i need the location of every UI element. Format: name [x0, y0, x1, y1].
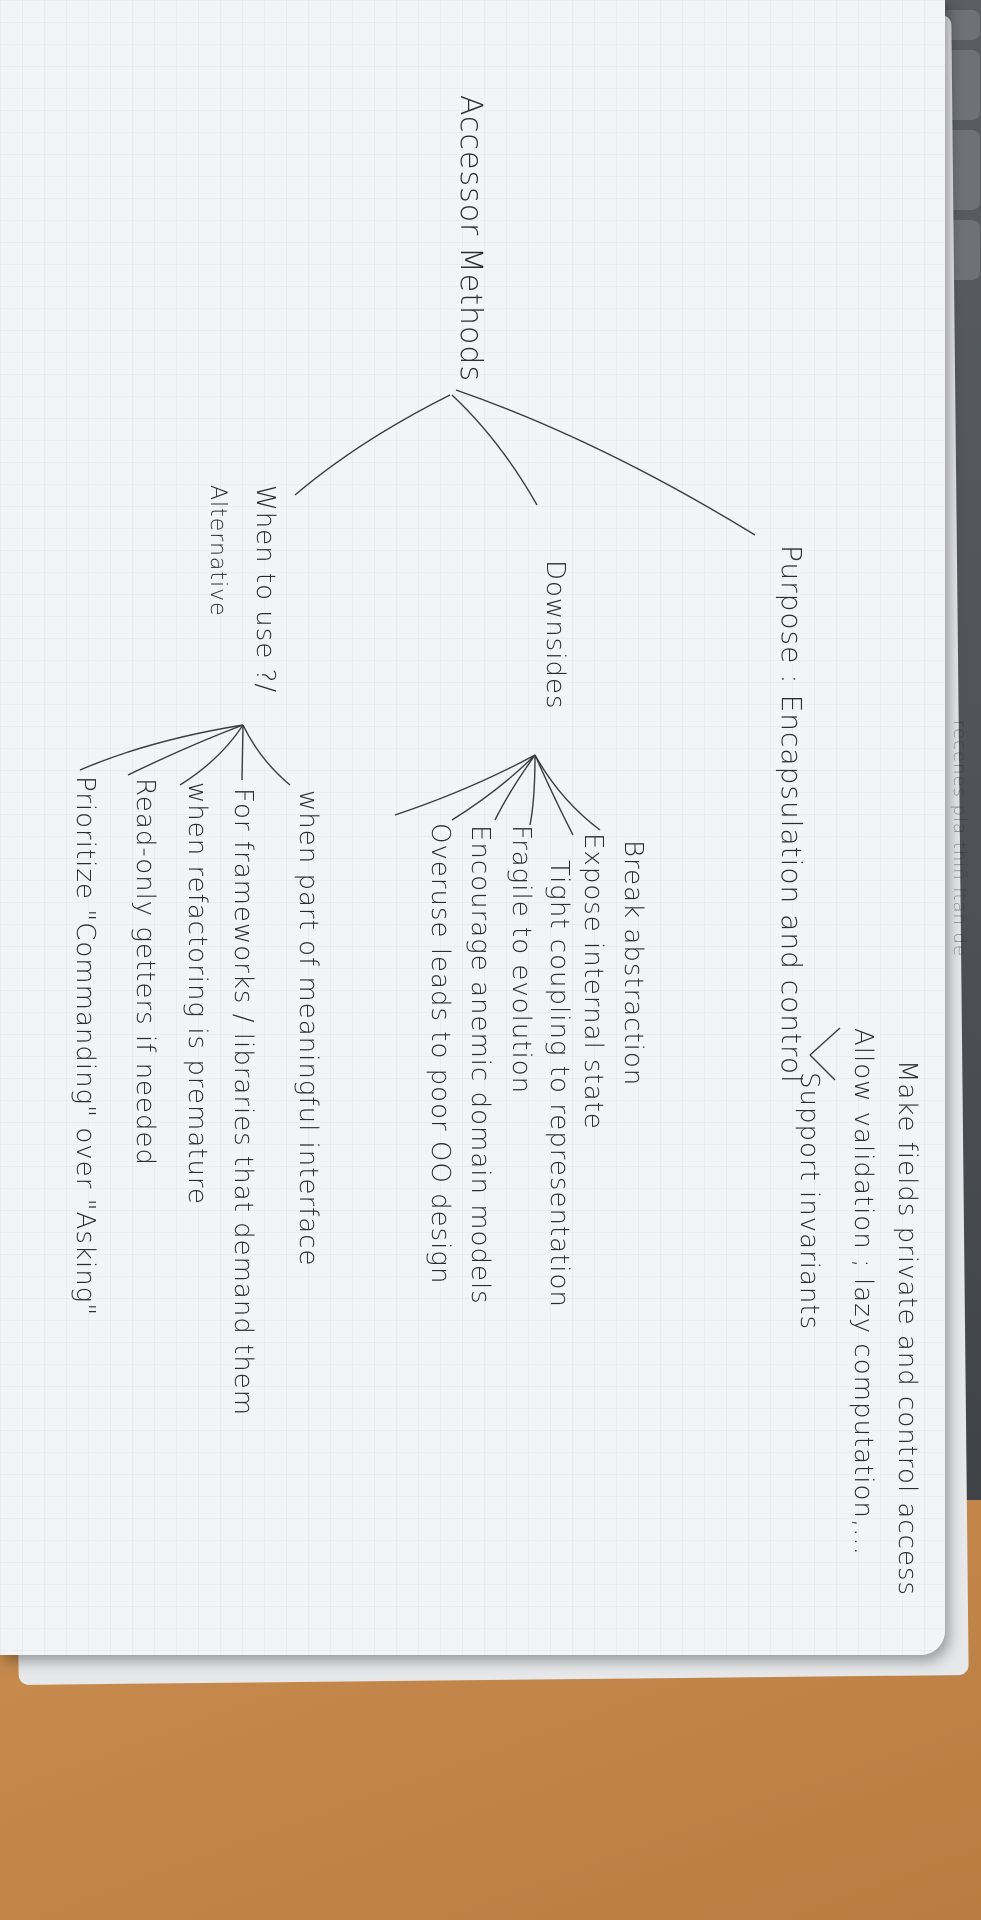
mind-map-lines: [79, 389, 841, 1081]
branch-line-down-6: [394, 754, 536, 816]
branch-line-when-1: [242, 724, 291, 786]
branch-line-down-1: [534, 754, 601, 831]
downside-item: Encourage anemic domain models: [465, 825, 495, 1305]
downside-item: Fragile to evolution: [506, 825, 536, 1095]
branch-line-when: [294, 394, 451, 496]
notebook-page: recenes pla thiñ ltan de Accessor Method…: [0, 0, 970, 1655]
branch-line-downsides: [451, 394, 538, 506]
when-item: when part of meaningful interface: [293, 790, 323, 1267]
downside-item: Expose internal state: [578, 833, 608, 1130]
downside-item: Break abstraction: [618, 840, 648, 1087]
downside-item: Overuse leads to poor OO design: [425, 823, 455, 1285]
faint-header-text: recenes pla thiñ ltan de: [949, 720, 970, 958]
downsides-label: Downsides: [540, 560, 570, 710]
purpose-item: Allow validation ; lazy computation,...: [848, 1028, 878, 1556]
branch-line-down-4: [494, 754, 536, 821]
branch-line-down-5: [451, 754, 536, 821]
root-topic-title: Accessor Methods: [453, 95, 488, 383]
branch-line-when-5: [79, 724, 244, 771]
branch-line-when-2: [241, 724, 244, 781]
branch-line-purpose-1: [809, 1027, 841, 1056]
when-item: when refactoring is premature: [182, 782, 212, 1206]
downside-item: Tight coupling to representation: [544, 860, 574, 1308]
branch-line-when-4: [127, 724, 244, 776]
purpose-item: Support invariants: [794, 1072, 824, 1331]
when-item: Prioritize "Commanding" over "Asking": [70, 776, 100, 1317]
purpose-label: Purpose : Encapsulation and control: [775, 545, 808, 1084]
when-to-use-label: When to use ?/: [250, 485, 280, 694]
branch-line-purpose-2: [809, 1054, 836, 1081]
branch-line-when-3: [179, 724, 244, 786]
branch-line-purpose: [455, 389, 756, 536]
purpose-item: Make fields private and control access: [892, 1060, 922, 1597]
branch-line-down-2: [534, 754, 574, 836]
when-item: For frameworks / libraries that demand t…: [228, 788, 258, 1417]
when-item: Read-only getters if needed: [130, 778, 160, 1167]
alternative-label: Alternative: [205, 485, 230, 617]
branch-line-down-3: [529, 754, 536, 826]
